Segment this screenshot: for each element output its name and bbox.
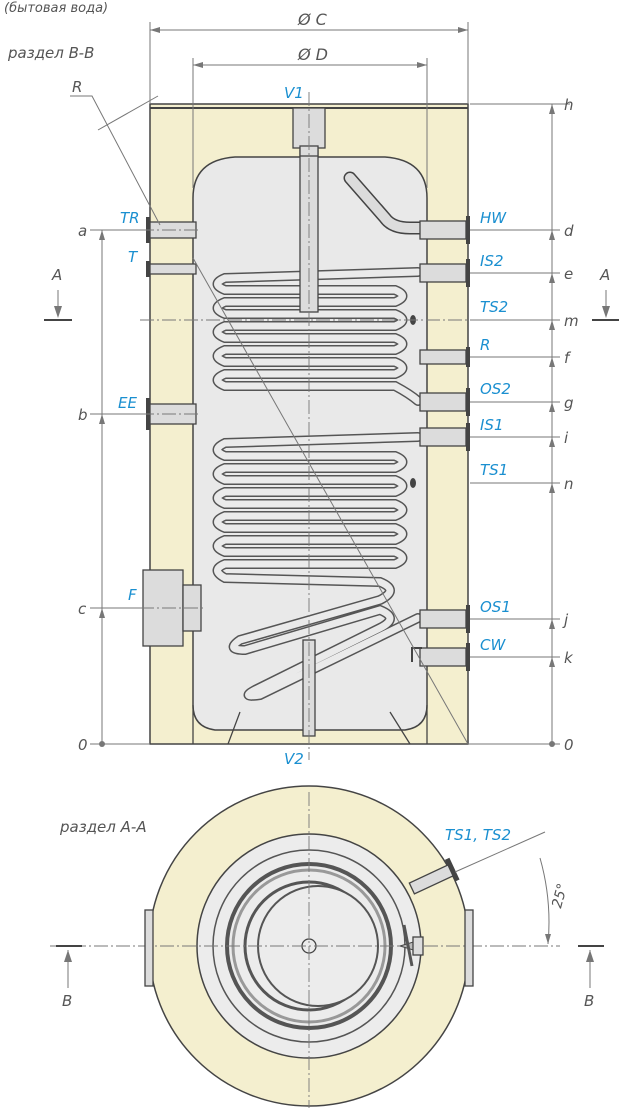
level-f: f <box>564 349 572 367</box>
os2-label: OS2 <box>480 380 511 398</box>
is1-label: IS1 <box>480 416 504 434</box>
section-a-right-arrow <box>592 290 619 321</box>
caption-text: (бытовая вода) <box>4 1 108 16</box>
v1-label: V1 <box>284 84 304 102</box>
level-c: c <box>78 600 87 618</box>
t-label: T <box>128 248 139 266</box>
level-0-left: 0 <box>78 736 88 754</box>
level-e: e <box>564 265 573 283</box>
level-h: h <box>564 96 574 114</box>
lower-heat-coil <box>212 432 423 701</box>
section-bb-title: раздел B-B <box>7 44 94 62</box>
level-d: d <box>564 222 574 240</box>
section-b-left-arrow <box>56 945 82 988</box>
ts1-label: TS1 <box>480 461 508 479</box>
level-n: n <box>564 475 574 493</box>
level-a: a <box>78 222 87 240</box>
r-label: R <box>480 336 490 354</box>
section-b-left-label: B <box>62 992 72 1010</box>
section-aa-title: раздел A-A <box>59 818 147 836</box>
section-a-left-label: A <box>51 266 62 284</box>
level-i: i <box>564 429 569 447</box>
angle-label: 25° <box>549 882 571 910</box>
dia-d-label: Ø D <box>297 45 328 64</box>
os1-label: OS1 <box>480 598 511 616</box>
level-m: m <box>564 312 579 330</box>
cw-label: CW <box>480 636 506 654</box>
section-b-right-label: B <box>584 992 594 1010</box>
section-b-right-arrow <box>578 945 604 988</box>
radius-label: R <box>72 78 82 96</box>
level-j: j <box>562 611 569 629</box>
upper-heat-coil <box>212 267 423 406</box>
section-a-left-arrow <box>44 290 72 321</box>
level-b: b <box>78 406 88 424</box>
dia-c-label: Ø C <box>297 10 328 29</box>
ts2-label: TS2 <box>480 298 508 316</box>
tr-label: TR <box>120 209 140 227</box>
level-0-right: 0 <box>564 736 574 754</box>
ts1-ts2-label: TS1, TS2 <box>445 826 511 844</box>
hw-label: HW <box>480 209 507 227</box>
level-g: g <box>564 394 574 412</box>
ee-label: EE <box>118 394 137 412</box>
section-a-right-label: A <box>599 266 610 284</box>
v2-label: V2 <box>284 750 304 768</box>
is2-label: IS2 <box>480 252 504 270</box>
f-label: F <box>128 586 137 604</box>
right-connectors <box>410 216 470 671</box>
level-k: k <box>564 649 574 667</box>
